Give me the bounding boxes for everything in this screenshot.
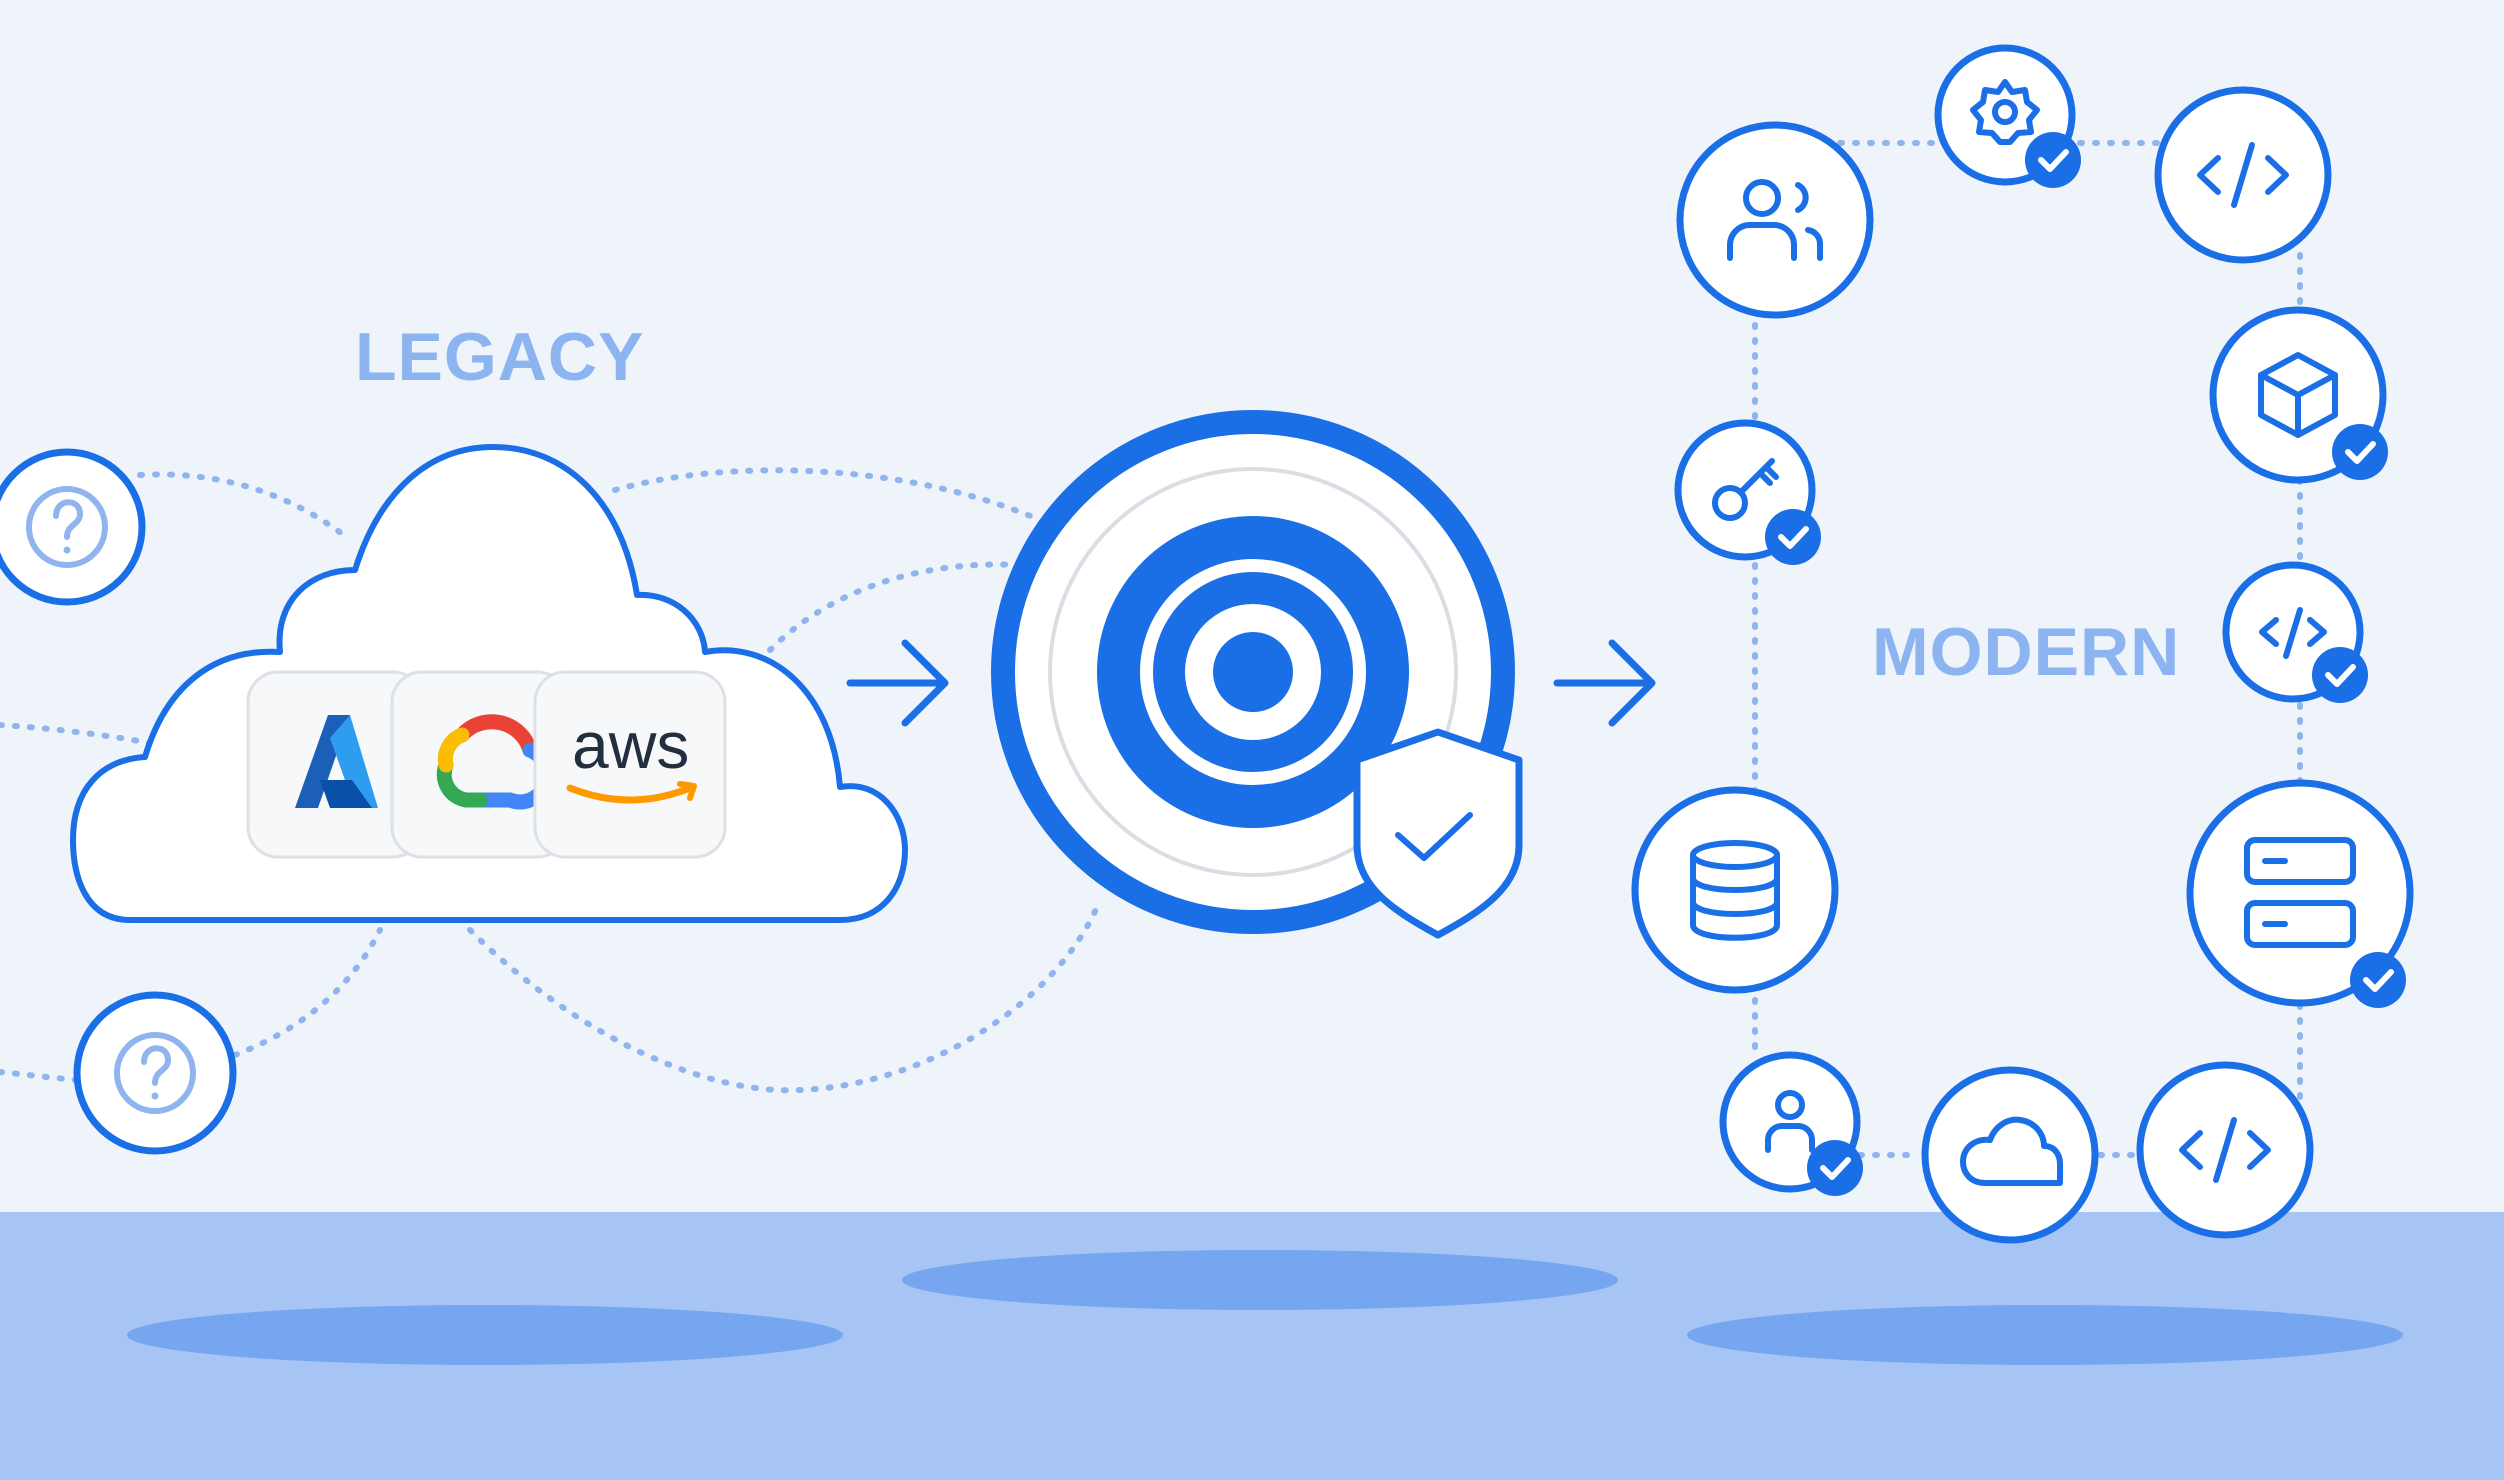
- azure-logo: [295, 715, 378, 808]
- check-badge-icon: [2350, 952, 2406, 1008]
- service-node-cube: [2209, 306, 2388, 484]
- user-icon: [1765, 1090, 1815, 1153]
- check-badge-icon: [2332, 424, 2388, 480]
- check-badge-icon: [2312, 647, 2368, 703]
- service-node-key: [1674, 419, 1821, 565]
- question-icon: [26, 486, 108, 568]
- legacy-connections: [0, 467, 1103, 1094]
- service-node-users: [1676, 121, 1874, 319]
- cloud-icon: [1960, 1116, 2063, 1186]
- code-icon: [2179, 1117, 2271, 1183]
- check-badge-icon: [1765, 509, 1821, 565]
- legacy-label: LEGACY: [355, 319, 644, 395]
- target-rings-icon: [1097, 516, 1409, 828]
- service-node-database: [1631, 786, 1839, 994]
- service-node-code-3: [2136, 1061, 2314, 1239]
- floor-shadow-center: [902, 1250, 1618, 1310]
- service-node-server: [2186, 779, 2414, 1008]
- server-icon: [2244, 837, 2356, 948]
- cube-icon: [2258, 352, 2338, 438]
- question-icon: [114, 1032, 196, 1114]
- users-icon: [1727, 179, 1824, 261]
- provider-google-cloud: [390, 670, 569, 859]
- svg-text:aws: aws: [572, 708, 689, 782]
- unknown-node-2: [73, 991, 237, 1155]
- central-hub: [991, 410, 1523, 939]
- aws-logo: aws: [566, 708, 697, 804]
- database-icon: [1690, 840, 1780, 941]
- service-node-cloud: [1921, 1066, 2099, 1244]
- gear-icon: [1970, 79, 2040, 145]
- check-badge-icon: [2025, 132, 2081, 188]
- arrow-right-icon: [846, 639, 949, 727]
- service-node-code-1: [2154, 86, 2332, 264]
- service-node-code-2: [2222, 561, 2368, 703]
- floor-shadow-modern: [1687, 1305, 2403, 1365]
- unknown-node-1: [0, 448, 146, 606]
- code-icon: [2197, 142, 2289, 208]
- service-node-gear: [1934, 44, 2081, 188]
- service-node-user: [1719, 1051, 1863, 1196]
- key-icon: [1712, 458, 1779, 521]
- code-icon: [2259, 607, 2327, 659]
- provider-aws: aws: [533, 670, 727, 859]
- modern-label: MODERN: [1872, 614, 2180, 690]
- arrow-right-icon: [1553, 639, 1656, 727]
- floor-shadow-legacy: [127, 1305, 843, 1365]
- check-badge-icon: [1807, 1140, 1863, 1196]
- shield-check-icon: [1353, 728, 1523, 939]
